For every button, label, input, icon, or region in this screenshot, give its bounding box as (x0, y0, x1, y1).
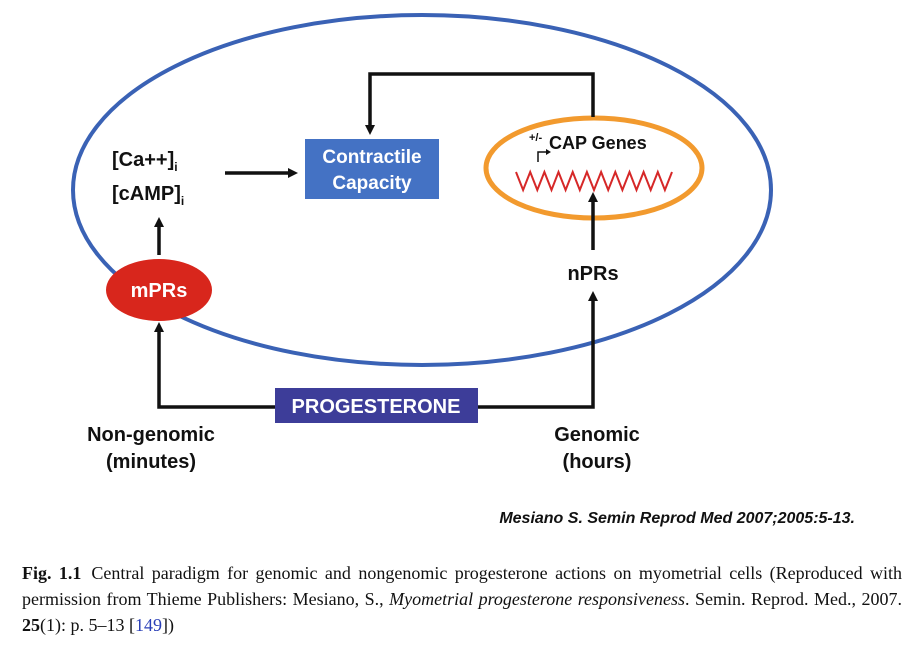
nongenomic-line1: Non-genomic (87, 424, 215, 446)
contractile-line2: Capacity (332, 173, 412, 194)
contractile-line1: Contractile (322, 147, 421, 168)
feedback-arrow (365, 72, 595, 135)
transcription-start-icon (537, 151, 546, 162)
cell-membrane-ellipse (71, 13, 773, 367)
calcium-label: [Ca++]i (112, 149, 178, 174)
contractile-capacity-box (305, 139, 439, 199)
progesterone-label: PROGESTERONE (292, 396, 461, 418)
progesterone-to-mprs-arrow (154, 322, 277, 409)
caption-volume: 25 (22, 615, 40, 635)
caption-italic-title: Myometrial progesterone responsiveness (389, 589, 686, 609)
cap-sign: +/- (529, 132, 542, 144)
progesterone-diagram: [Ca++]i [cAMP]i Contractile Capacity +/-… (71, 13, 773, 473)
figure-number: Fig. 1.1 (22, 563, 82, 583)
genomic-line1: Genomic (554, 424, 640, 446)
caption-text-2: . Semin. Reprod. Med., 2007. (685, 589, 902, 609)
camp-label: [cAMP]i (112, 183, 184, 208)
mprs-ellipse (106, 259, 212, 321)
mprs-label: mPRs (131, 280, 188, 302)
genomic-line2: (hours) (563, 451, 632, 473)
caption-reference-link[interactable]: 149 (134, 615, 162, 635)
caption-text-1: Central paradigm for genomic and nongeno… (22, 563, 902, 609)
caption-text-4: ]) (161, 615, 174, 635)
progesterone-to-nprs-arrow (478, 291, 598, 409)
caption-text-3: (1): p. 5–13 [ (40, 615, 135, 635)
dna-wave (515, 169, 673, 193)
progesterone-box (275, 388, 478, 423)
citation-credit: Mesiano S. Semin Reprod Med 2007;2005:5-… (499, 510, 855, 527)
cap-genes-label: CAP Genes (549, 133, 647, 153)
nongenomic-line2: (minutes) (106, 451, 196, 473)
nprs-label: nPRs (567, 263, 618, 285)
